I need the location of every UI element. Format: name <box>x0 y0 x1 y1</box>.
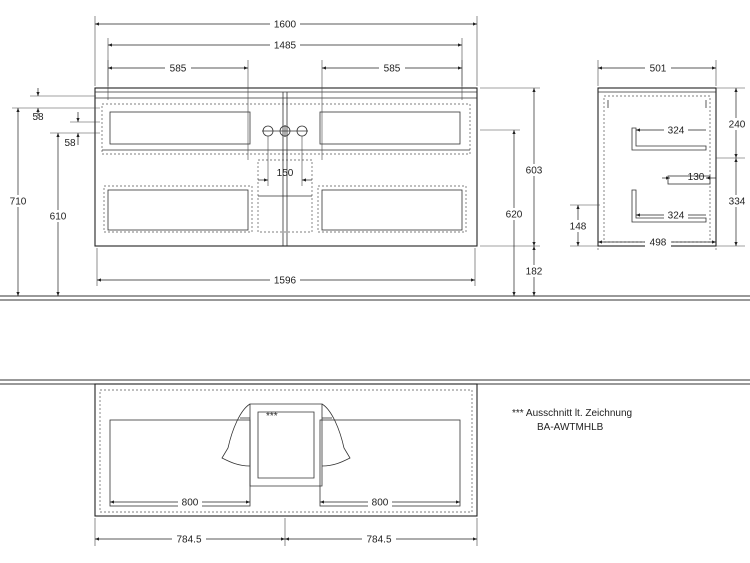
dim-text-603: 603 <box>526 166 543 177</box>
dim-585-right: 585 <box>321 60 463 160</box>
dim-324-lower: 324 <box>636 209 706 222</box>
dim-58-top: 58 <box>30 88 96 123</box>
dim-text-610: 610 <box>50 212 67 223</box>
dim-text-1596: 1596 <box>274 276 297 287</box>
dim-text-240: 240 <box>729 120 746 131</box>
dim-620: 620 <box>480 129 526 296</box>
dim-text-334: 334 <box>729 197 746 208</box>
dim-710: 710 <box>6 107 100 296</box>
dim-text-585-left: 585 <box>170 64 187 75</box>
dim-text-148: 148 <box>570 222 587 233</box>
front-elevation: 1600 1485 585 585 <box>0 16 750 301</box>
side-elevation: 501 498 324 324 130 <box>567 60 748 250</box>
dim-text-710: 710 <box>10 197 27 208</box>
plan-cutout <box>249 403 323 487</box>
dim-text-784-5-right: 784.5 <box>366 535 391 546</box>
dim-text-585-right: 585 <box>384 64 401 75</box>
dim-324-upper: 324 <box>636 124 706 137</box>
drawing-note: *** Ausschnitt lt. Zeichnung BA-AWTMHLB <box>512 408 632 433</box>
dim-text-324-lower: 324 <box>668 211 685 222</box>
dim-58-inner: 58 <box>64 112 100 149</box>
dim-text-800-left: 800 <box>182 498 199 509</box>
dim-text-1600: 1600 <box>274 20 297 31</box>
dim-text-324-upper: 324 <box>668 126 685 137</box>
dim-610: 610 <box>46 132 100 296</box>
left-lower-drawer <box>103 185 253 233</box>
dim-603: 603 <box>480 87 546 247</box>
note-line-1: *** Ausschnitt lt. Zeichnung <box>512 408 632 419</box>
dim-130: 130 <box>662 172 716 183</box>
right-lower-drawer <box>317 185 467 233</box>
front-floor-line <box>0 295 750 301</box>
dim-text-620: 620 <box>506 210 523 221</box>
dim-800-right: 800 <box>320 496 460 509</box>
dim-1600: 1600 <box>94 16 478 86</box>
dim-498: 498 <box>597 236 717 250</box>
plan-cabinet-outline <box>94 383 478 517</box>
dim-text-784-5-left: 784.5 <box>176 535 201 546</box>
dim-1485: 1485 <box>107 38 463 86</box>
dim-501: 501 <box>597 60 717 86</box>
note-line-2: BA-AWTMHLB <box>537 422 604 433</box>
tap-holes <box>262 125 308 137</box>
dim-150: 150 <box>258 136 312 186</box>
cutout-marker: *** <box>266 411 278 422</box>
dim-text-501: 501 <box>650 64 667 75</box>
dim-784-5: 784.5 784.5 <box>94 518 478 546</box>
dim-182: 182 <box>522 246 546 296</box>
plan-view: *** 800 800 784.5 784.5 <box>0 379 750 546</box>
dim-text-58-top: 58 <box>32 112 44 123</box>
dim-1596: 1596 <box>96 248 476 287</box>
dim-text-1485: 1485 <box>274 41 297 52</box>
dim-text-130: 130 <box>688 172 705 183</box>
dim-text-150: 150 <box>277 168 294 179</box>
dim-334: 334 <box>716 158 748 247</box>
front-cabinet-outline <box>94 87 478 247</box>
dim-240: 240 <box>716 87 748 159</box>
dim-text-498: 498 <box>650 238 667 249</box>
dim-text-182: 182 <box>526 267 543 278</box>
plan-left-drawer <box>109 419 251 507</box>
dim-800-left: 800 <box>110 496 250 509</box>
dim-text-58-inner: 58 <box>64 138 76 149</box>
plan-wall-line <box>0 379 750 385</box>
dim-text-800-right: 800 <box>372 498 389 509</box>
plan-right-drawer <box>319 419 461 507</box>
dim-148: 148 <box>567 204 600 247</box>
dim-585-left: 585 <box>107 60 249 160</box>
